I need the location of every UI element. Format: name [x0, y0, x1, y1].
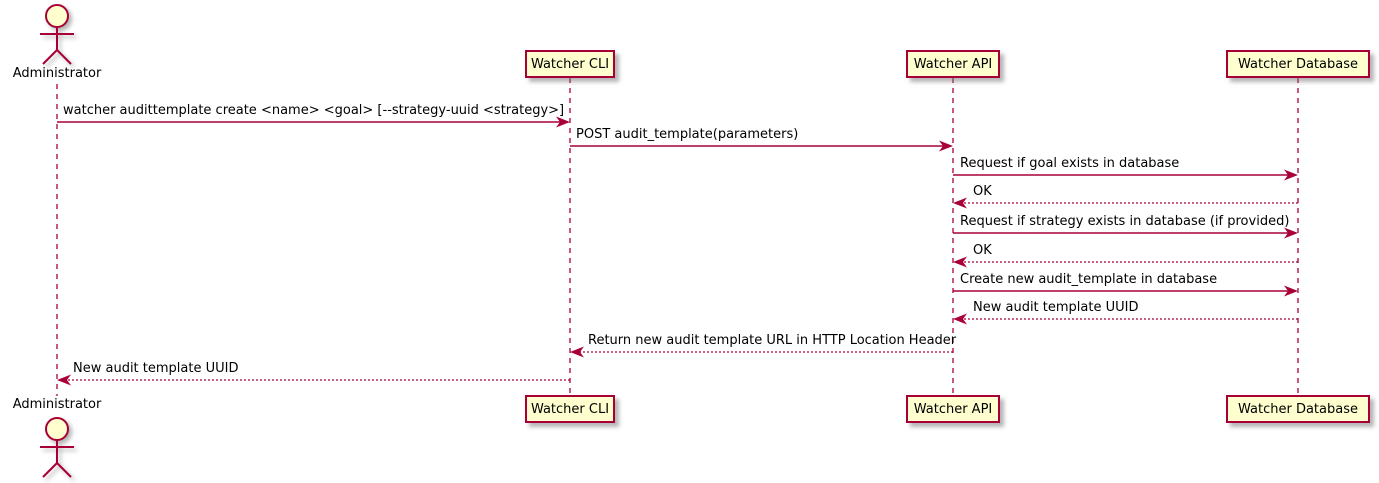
- actor-label-administrator-bottom: Administrator: [12, 397, 102, 412]
- message-label-2: POST audit_template(parameters): [576, 127, 799, 142]
- message-label-8: New audit template UUID: [973, 300, 1139, 315]
- message-label-10: New audit template UUID: [73, 361, 239, 376]
- message-label-3: Request if goal exists in database: [960, 156, 1180, 171]
- participant-watcher-api-bottom: Watcher API: [906, 395, 1000, 423]
- message-arrow-8: [953, 313, 1298, 325]
- participant-watcher-api-top: Watcher API: [906, 50, 1000, 78]
- message-arrow-1: [57, 116, 570, 128]
- message-arrow-3: [953, 169, 1298, 181]
- message-arrow-2: [570, 140, 953, 152]
- message-label-1: watcher audittemplate create <name> <goa…: [63, 103, 565, 118]
- message-arrow-10: [57, 374, 570, 386]
- message-label-4: OK: [973, 184, 992, 199]
- message-arrow-4: [953, 197, 1298, 209]
- participant-watcher-database-top: Watcher Database: [1226, 50, 1370, 78]
- participant-watcher-cli-bottom: Watcher CLI: [525, 395, 615, 423]
- message-label-6: OK: [973, 243, 992, 258]
- actor-icon: [40, 417, 74, 478]
- participant-watcher-cli-top: Watcher CLI: [525, 50, 615, 78]
- message-label-7: Create new audit_template in database: [960, 272, 1218, 287]
- message-arrow-9: [570, 346, 953, 358]
- actor-icon: [40, 4, 74, 65]
- message-label-9: Return new audit template URL in HTTP Lo…: [588, 333, 957, 348]
- message-arrow-6: [953, 256, 1298, 268]
- message-arrow-7: [953, 285, 1298, 297]
- message-arrow-5: [953, 227, 1298, 239]
- message-label-5: Request if strategy exists in database (…: [960, 214, 1290, 229]
- actor-label-administrator-top: Administrator: [12, 66, 102, 81]
- participant-watcher-database-bottom: Watcher Database: [1226, 395, 1370, 423]
